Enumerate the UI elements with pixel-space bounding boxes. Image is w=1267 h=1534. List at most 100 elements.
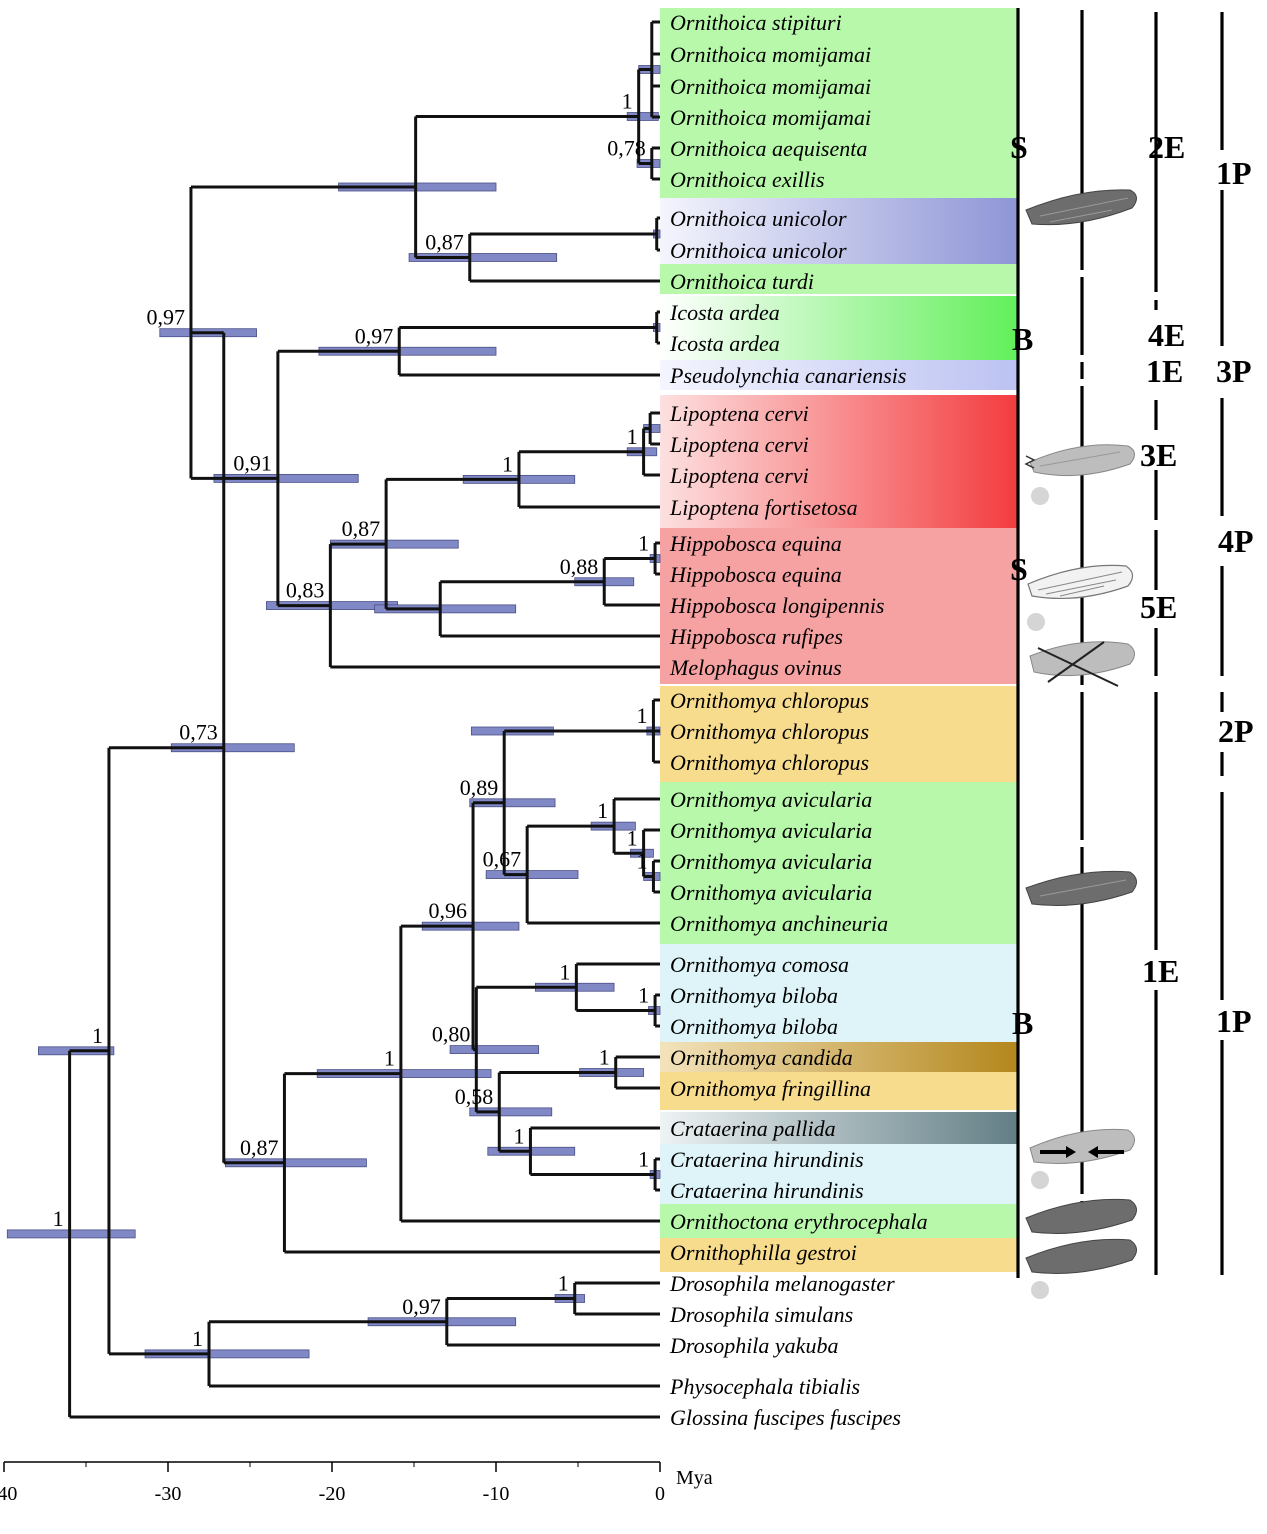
taxon-label: Ornithomya comosa	[670, 952, 849, 977]
bg-crataerina-hirundinis	[660, 1144, 1018, 1204]
bg-ornithoica-green	[660, 8, 1018, 198]
taxon-label: Ornithomya avicularia	[670, 818, 872, 843]
support-values: 110,730,9710,780,870,910,970,830,87110,8…	[53, 89, 649, 1351]
group-label-4E: 4E	[1148, 317, 1185, 353]
wing-icon-crataerina	[1029, 1128, 1135, 1189]
bg-ornithophilla	[660, 1238, 1018, 1272]
taxon-label: Ornithoica stipituri	[670, 10, 842, 35]
taxon-label: Ornithomya avicularia	[670, 787, 872, 812]
clade-backgrounds	[660, 8, 1018, 1272]
taxon-label: Hippobosca equina	[669, 531, 842, 556]
bg-icosta	[660, 296, 1018, 360]
taxon-label: Ornithoica momijamai	[670, 105, 871, 130]
axis-tick-label: 0	[655, 1483, 665, 1505]
wing-icon-lipoptena	[1024, 444, 1135, 505]
support-value: 0,97	[402, 1294, 441, 1319]
support-value: 0,87	[425, 230, 464, 255]
bg-hippobosca	[660, 528, 1018, 684]
support-value: 0,87	[240, 1135, 279, 1160]
taxon-label: Lipoptena cervi	[669, 401, 809, 426]
hpd-bar	[408, 253, 558, 262]
support-value: 0,91	[233, 450, 272, 475]
group-label-1P-b: 1P	[1216, 1003, 1252, 1039]
group-label-S-1: S	[1010, 129, 1028, 165]
taxon-label: Ornithomya avicularia	[670, 849, 872, 874]
support-value: 0,96	[429, 898, 468, 923]
taxon-label: Ornithomya chloropus	[670, 688, 869, 713]
group-label-B-1: B	[1012, 321, 1033, 357]
support-value: 1	[638, 531, 649, 556]
bg-chloropus	[660, 686, 1018, 782]
axis-ticks: -40-30-20-100	[0, 1462, 665, 1505]
support-value: 0,67	[483, 847, 522, 872]
taxon-label: Hippobosca equina	[669, 562, 842, 587]
wing-icon-ornithoica	[1025, 189, 1137, 226]
support-value: 1	[558, 1271, 569, 1296]
support-value: 1	[92, 1023, 103, 1048]
axis-tick-label: -10	[483, 1483, 510, 1505]
wing-icon-hippobosca	[1027, 564, 1134, 631]
hpd-bar	[469, 798, 556, 808]
taxon-label: Crataerina hirundinis	[670, 1147, 864, 1172]
taxon-label: Ornithomya biloba	[670, 1014, 838, 1039]
taxon-label: Lipoptena cervi	[669, 463, 809, 488]
group-label-3E: 3E	[1140, 437, 1177, 473]
taxon-label: Physocephala tibialis	[669, 1374, 860, 1399]
support-value: 1	[638, 983, 649, 1008]
axis-tick-label: -30	[155, 1483, 182, 1505]
support-value: 1	[636, 703, 647, 728]
support-value: 1	[384, 1046, 395, 1071]
support-value: 0,97	[146, 305, 185, 330]
tree-branches	[68, 20, 660, 1419]
support-value: 0,73	[179, 720, 218, 745]
taxon-label: Ornithoica aequisenta	[670, 136, 867, 161]
support-value: 1	[53, 1206, 64, 1231]
support-value: 0,78	[607, 136, 646, 161]
taxon-label: Hippobosca rufipes	[669, 624, 843, 649]
bg-ornithoica-unicolor	[660, 198, 1018, 264]
wing-icon-ornithoctona	[1025, 1198, 1137, 1234]
hpd-bars	[6, 65, 661, 1359]
support-value: 1	[599, 1045, 610, 1070]
hpd-bar	[469, 1107, 553, 1117]
hpd-bar	[6, 1229, 136, 1239]
support-value: 0,87	[342, 516, 381, 541]
bg-avicularia	[660, 782, 1018, 944]
support-value: 1	[597, 798, 608, 823]
taxon-label: Hippobosca longipennis	[669, 593, 885, 618]
group-label-1P-a: 1P	[1216, 155, 1252, 191]
wing-icon-ornithomya	[1025, 870, 1137, 906]
taxon-label: Crataerina hirundinis	[670, 1178, 864, 1203]
wing-icon-melophagus	[1029, 641, 1135, 687]
group-labels: S B S B 2E 4E 1E 3E 5E 1E 1P 3P 4P 2P 1P	[1010, 129, 1254, 1041]
support-value: 1	[627, 424, 638, 449]
bg-fringillina	[660, 1072, 1018, 1110]
group-label-B-2: B	[1012, 1005, 1033, 1041]
taxon-label: Drosophila yakuba	[669, 1333, 838, 1358]
support-value: 0,89	[460, 775, 499, 800]
taxon-label: Pseudolynchia canariensis	[669, 363, 906, 388]
support-value: 1	[636, 849, 647, 874]
taxon-label: Ornithoctona erythrocephala	[670, 1209, 928, 1234]
bg-candida	[660, 1042, 1018, 1072]
axis-tick-label: -40	[0, 1483, 17, 1505]
wing-illustrations	[1024, 189, 1137, 1299]
group-label-S-2: S	[1010, 551, 1028, 587]
group-label-2E: 2E	[1148, 129, 1185, 165]
support-value: 0,88	[560, 554, 599, 579]
bg-comosa-biloba	[660, 944, 1018, 1042]
support-value: 1	[513, 1123, 524, 1148]
taxon-label: Ornithomya chloropus	[670, 719, 869, 744]
group-label-5E: 5E	[1140, 589, 1177, 625]
taxon-label: Ornithomya avicularia	[670, 880, 872, 905]
taxon-label: Drosophila simulans	[669, 1302, 853, 1327]
group-label-1E-a: 1E	[1146, 353, 1183, 389]
hpd-bar	[449, 1045, 540, 1054]
taxon-label: Ornithoica exillis	[670, 167, 825, 192]
support-value: 1	[627, 825, 638, 850]
taxon-label: Lipoptena cervi	[669, 432, 809, 457]
taxon-label: Ornithomya candida	[670, 1045, 853, 1070]
group-label-3P: 3P	[1216, 353, 1252, 389]
taxon-label: Ornithoica unicolor	[670, 206, 847, 231]
taxon-label: Lipoptena fortisetosa	[669, 495, 858, 520]
